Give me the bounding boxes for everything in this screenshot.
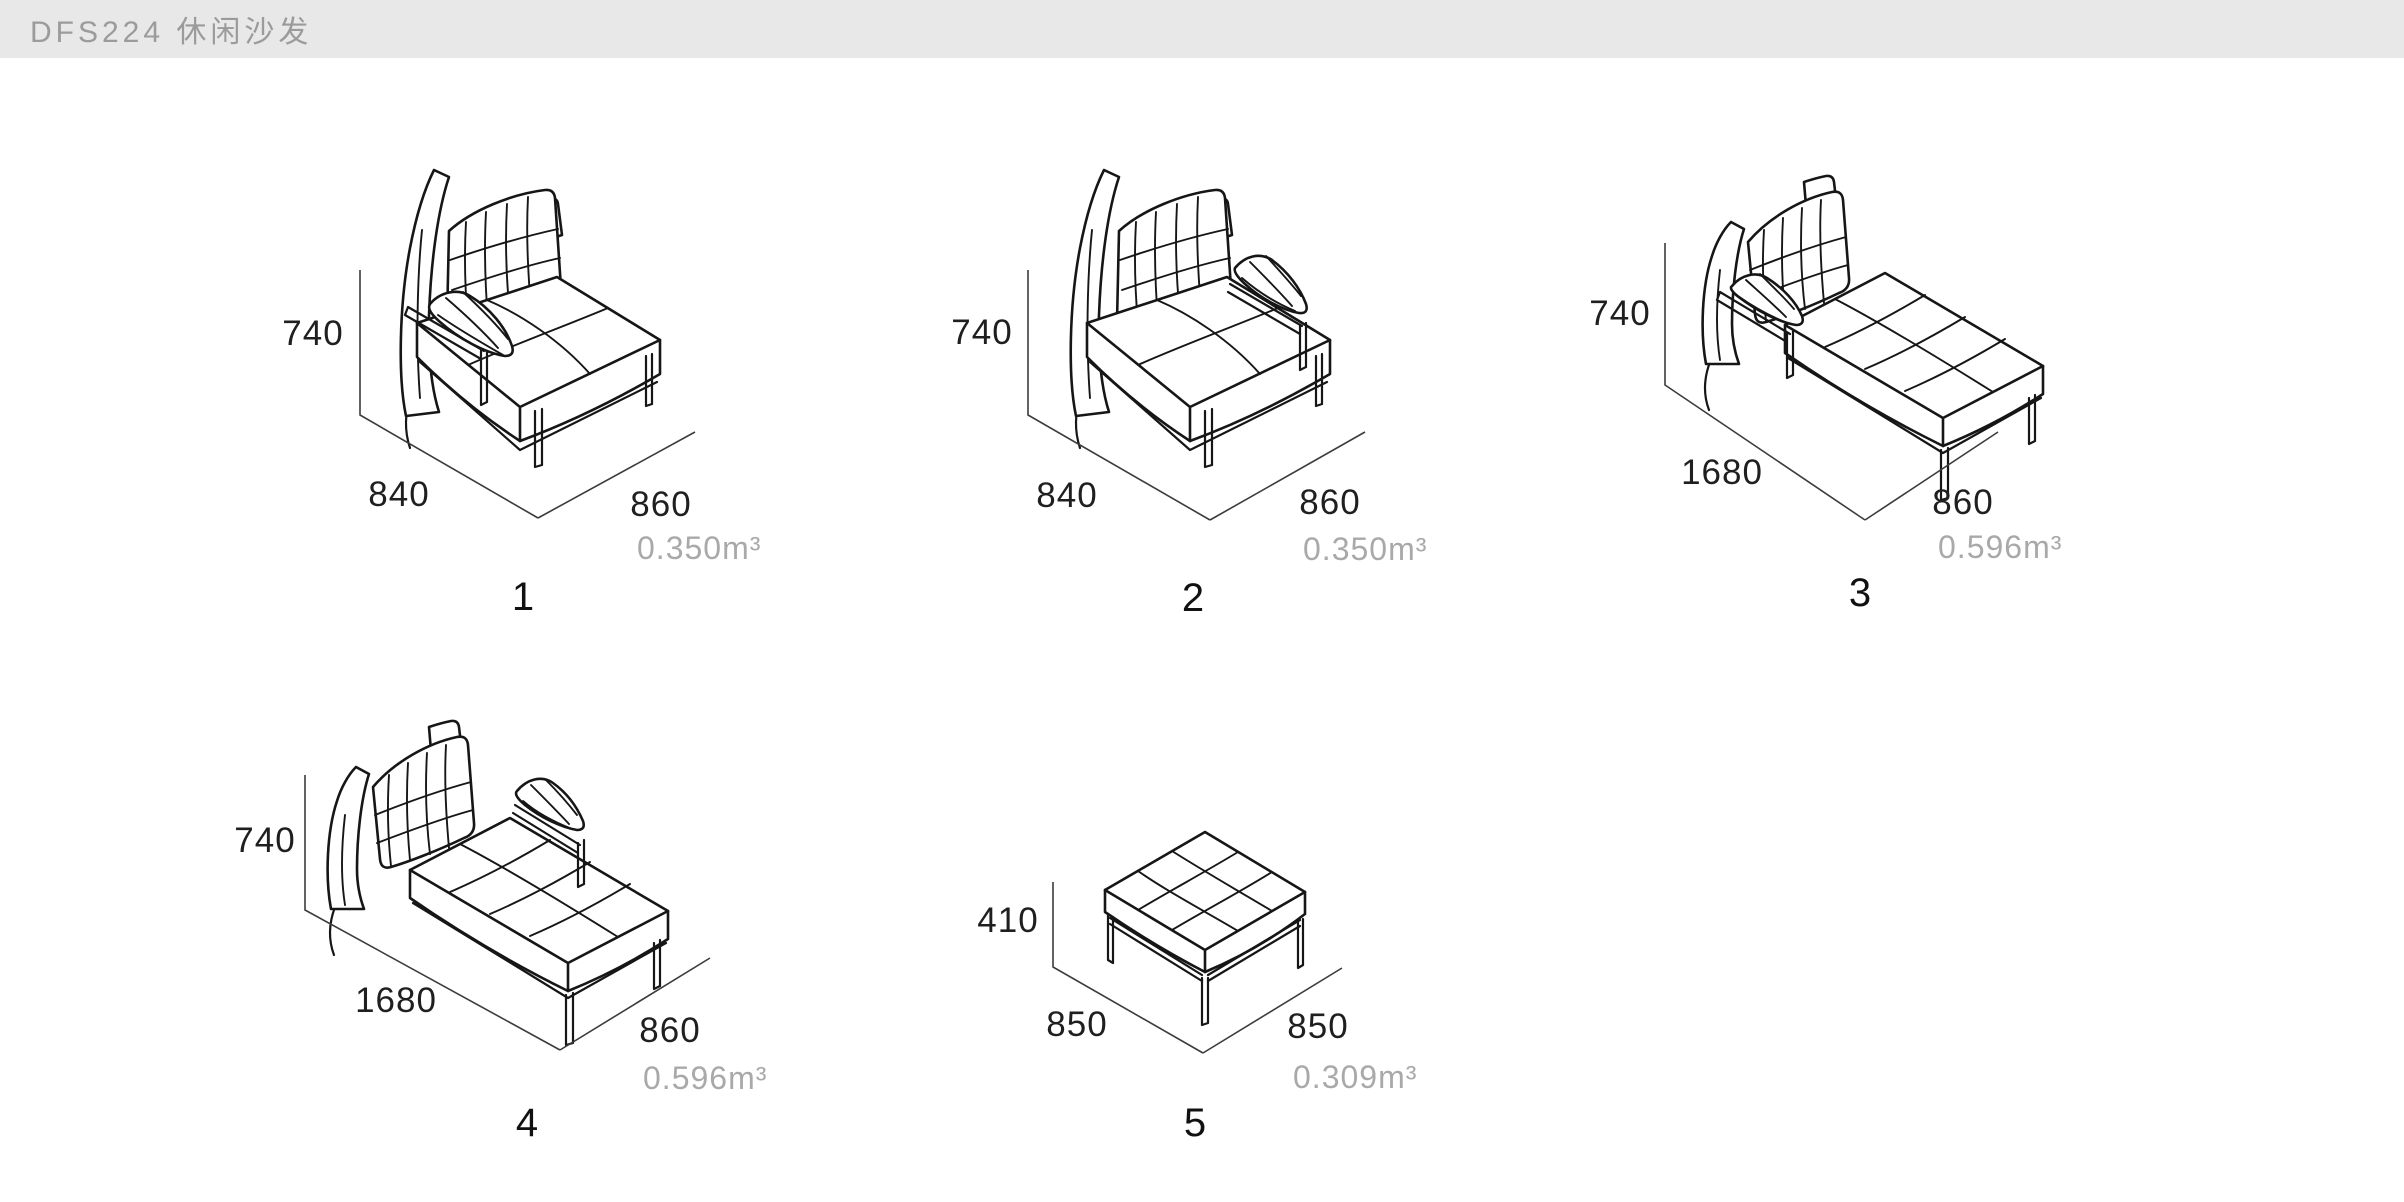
figure-3-width-label: 860 [1932,483,1993,522]
figure-3-dimension-lines [1664,243,1999,521]
figure-2-dimension-lines [1027,270,1366,521]
figure-4-width-label: 860 [639,1011,700,1050]
figure-5-number-label: 5 [1184,1101,1206,1145]
figure-1-dimension-lines [359,270,696,519]
header-bar: DFS224 休闲沙发 [0,0,2404,58]
figure-2-height-label: 740 [951,313,1012,352]
figure-4-height-label: 740 [234,821,295,860]
figure-2-sofa-drawing [1069,168,1332,469]
figure-1-depth-label: 840 [368,475,429,514]
figure-4-volume-label: 0.596m³ [643,1060,767,1096]
page-title: DFS224 休闲沙发 [30,16,313,49]
figure-3-volume-label: 0.596m³ [1938,529,2062,565]
figure-5-volume-label: 0.309m³ [1293,1059,1417,1095]
figure-4-depth-label: 1680 [355,981,437,1020]
figure-5-dimension-lines [1052,882,1343,1054]
figure-1-height-label: 740 [282,314,343,353]
figure-3-depth-label: 1680 [1681,453,1763,492]
figure-5: 410 850 850 0.309m³ 5 [977,830,1417,1145]
figure-2: 740 840 860 0.350m³ 2 [951,168,1427,620]
figure-5-sofa-drawing [1103,830,1307,1027]
figure-2-volume-label: 0.350m³ [1303,531,1427,567]
figure-4: 740 1680 860 0.596m³ 4 [234,719,767,1145]
figure-3-height-label: 740 [1589,294,1650,333]
figure-1-number-label: 1 [512,575,534,619]
figure-3-sofa-drawing [1701,174,2045,502]
figure-5-depth-label: 850 [1046,1005,1107,1044]
figure-5-width-label: 850 [1287,1007,1348,1046]
figure-1: 740 840 860 0.350m³ 1 [282,168,761,619]
figure-2-width-label: 860 [1299,483,1360,522]
figure-4-number-label: 4 [516,1101,538,1145]
figure-4-dimension-lines [304,775,711,1051]
figure-2-number-label: 2 [1182,576,1204,620]
figure-3: 740 1680 860 0.596m³ 3 [1589,174,2062,615]
figure-3-number-label: 3 [1849,571,1871,615]
figure-1-width-label: 860 [630,485,691,524]
figure-1-sofa-drawing [399,168,662,469]
figure-1-volume-label: 0.350m³ [637,530,761,566]
figure-5-height-label: 410 [977,901,1038,940]
figure-2-depth-label: 840 [1036,476,1097,515]
